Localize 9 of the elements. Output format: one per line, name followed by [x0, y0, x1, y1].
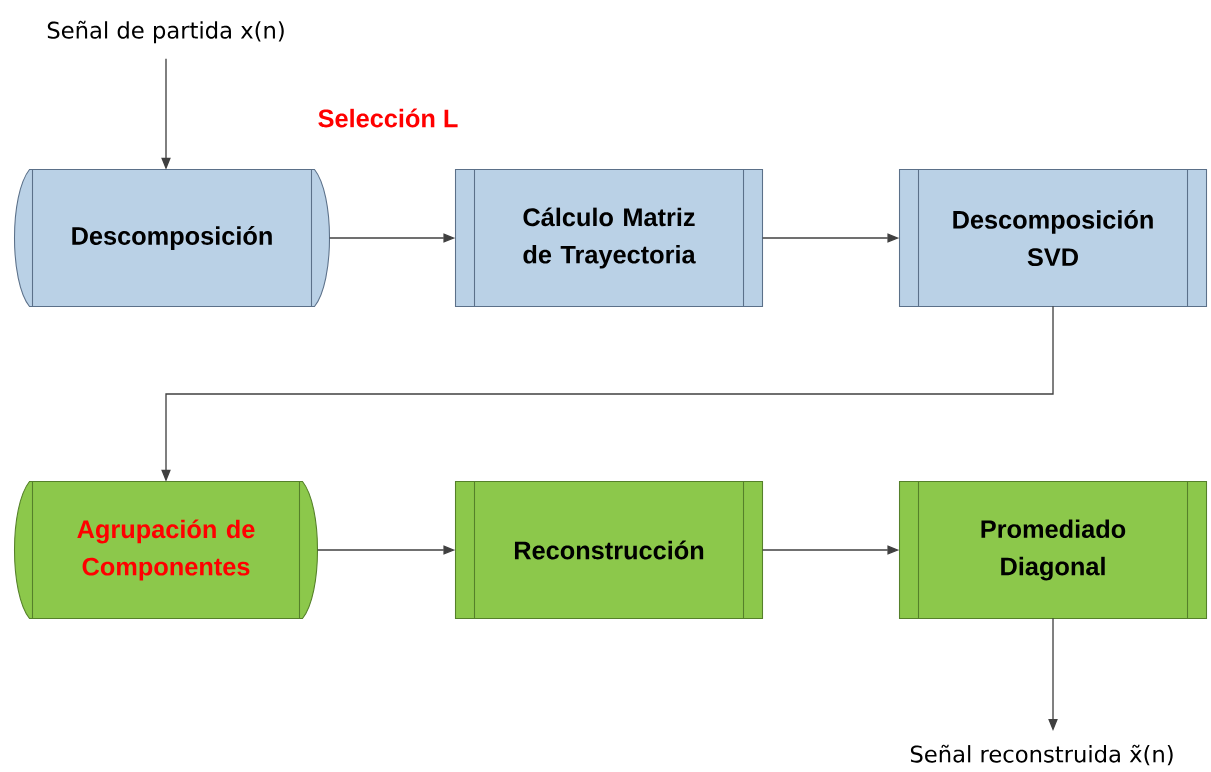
process-box: Promediado Diagonal: [898, 480, 1208, 620]
selection-label: Selección L: [318, 108, 458, 128]
terminal-box: Agrupación de Componentes: [13, 480, 319, 620]
signal-label: Señal reconstruida x̃(n): [910, 744, 1173, 766]
process-box: Cálculo Matriz de Trayectoria: [454, 168, 764, 308]
terminal-box: Descomposición: [13, 168, 331, 308]
process-box: Reconstrucción: [454, 480, 764, 620]
signal-label: Señal de partida x(n): [47, 20, 284, 44]
process-box: Descomposición SVD: [898, 168, 1208, 308]
